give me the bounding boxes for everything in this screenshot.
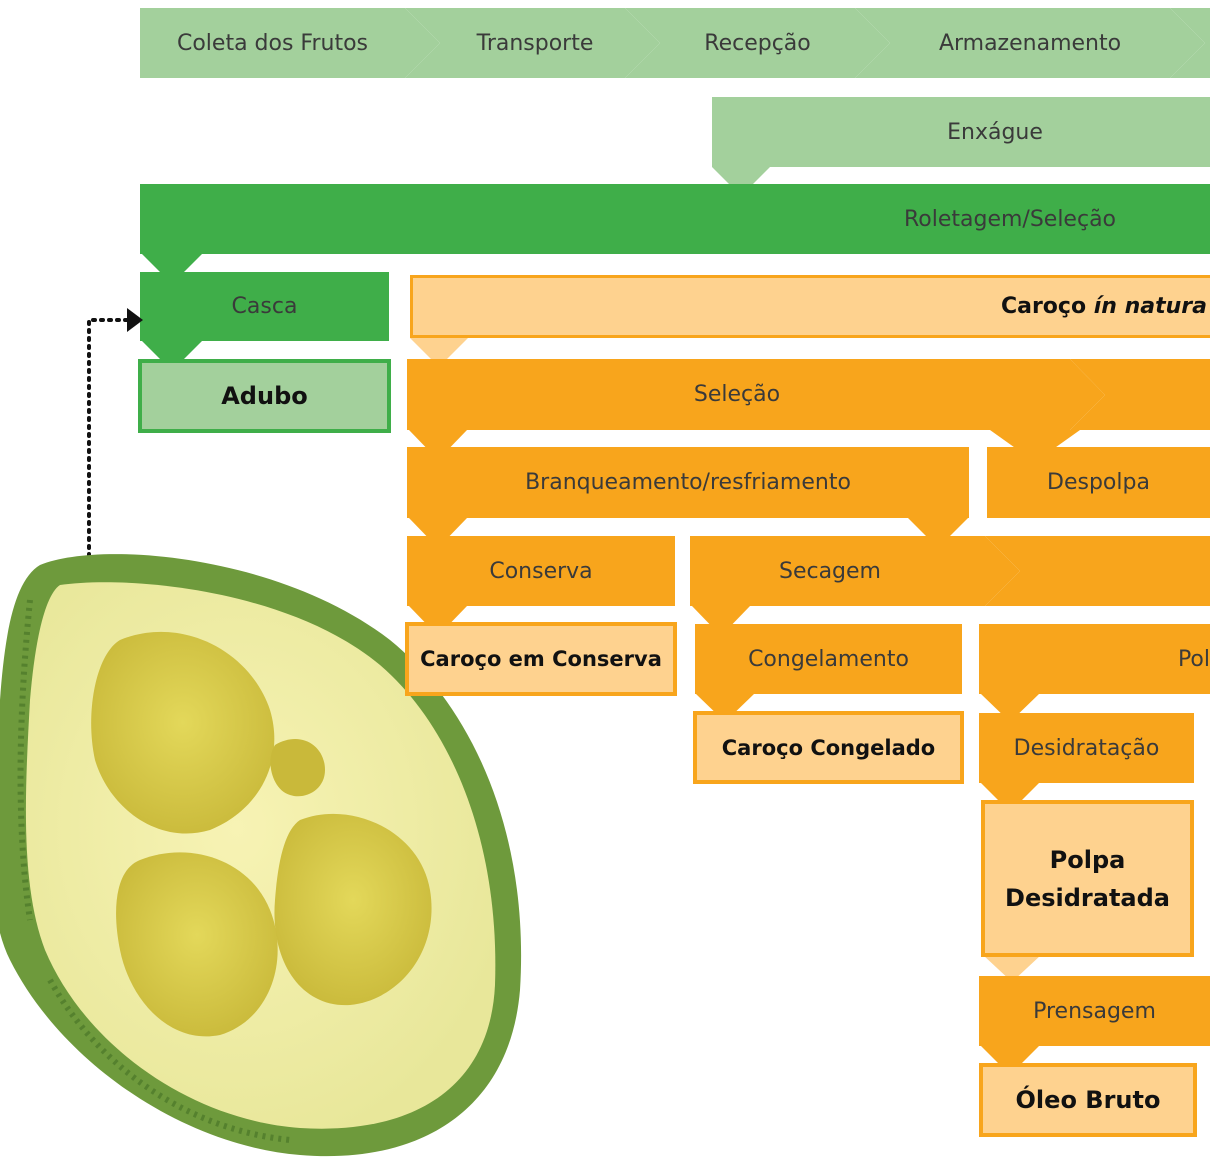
secagem-arrow [690,536,1020,606]
top-process-arrows [140,8,1210,78]
polpa-desidratada-line1: Polpa [1049,845,1126,874]
conserva-pointer [409,606,467,636]
polpa-bar [979,624,1210,694]
congelamento-bar [695,624,962,694]
caroco-congelado-box: Caroço Congelado [693,711,964,784]
secagem-pointer [692,606,750,636]
prensagem-pointer [981,1046,1039,1075]
avocado-pit-cavity-bottom-right [274,813,432,1006]
avocado-pit-cavity-top [91,631,275,834]
casca-bar [140,272,389,341]
roletagem-bar [140,184,1210,254]
caroco-conserva-box: Caroço em Conserva [405,622,677,696]
connector-arrowhead [127,308,143,332]
selecao-arrow [407,359,1105,430]
step-label-coleta: Coleta dos Frutos [176,30,369,56]
step-arrow-recepcao [625,8,890,78]
step-arrow-edge [1170,8,1210,78]
step-arrow-coleta [140,8,440,78]
congelamento-label: Congelamento [748,646,909,672]
step-arrow-transporte [405,8,660,78]
selecao-edge [1070,359,1210,430]
polpa-desidratada-line2: Desidratada [1005,883,1170,912]
polpa-desidratada-pointer [983,955,1041,982]
oleo-bruto-box: Óleo Bruto [979,1063,1197,1137]
step-arrow-armazenamento [855,8,1205,78]
avocado-photo [0,554,521,1157]
selecao-pointer-left [409,430,467,460]
branqueamento-label: Branqueamento/resfriamento [525,470,851,495]
avocado-pit-cavity-small [270,739,325,797]
prensagem-bar [979,976,1210,1046]
roletagem-label: Roletagem/Seleção [903,206,1117,232]
branqueamento-pointer-right [908,518,968,548]
congelamento-pointer [696,694,754,722]
conserva-label: Conserva [489,558,593,584]
avocado-skin-texture [17,599,291,1143]
polpa-pointer [981,694,1039,722]
step-label-armazenamento: Armazenamento [938,30,1122,56]
step-label-recepcao: Recepção [704,30,811,56]
conserva-bar [407,536,675,606]
enxague-label: Enxágue [947,119,1043,145]
enxague-bar [712,97,1210,167]
desidratacao-label: Desidratação [1013,735,1160,761]
adubo-box: Adubo [138,359,391,433]
enxague-pointer [712,167,770,196]
caroco-prefix: Caroço [1000,294,1094,319]
casca-pointer [142,341,202,371]
polpa-cut-label: Pol [1177,646,1210,672]
caroco-pointer [410,338,468,367]
caroco-in-natura-box: Caroço ín natura [410,275,1210,338]
selecao-pointer-right [990,430,1080,462]
caroco-in-natura-label: Caroço ín natura [1001,294,1207,319]
roletagem-pointer [142,254,202,284]
branqueamento-pointer-left [409,518,467,548]
avocado-pit-cavity-bottom-left [116,852,278,1037]
step-label-transporte: Transporte [476,30,594,56]
desidratacao-bar [979,713,1194,783]
despolpa-bar [987,447,1210,518]
polpa-desidratada-box: Polpa Desidratada [981,800,1194,957]
secagem-edge [985,536,1210,606]
casca-label: Casca [231,294,298,319]
branqueamento-bar [407,447,969,518]
secagem-label: Secagem [778,558,881,584]
prensagem-label: Prensagem [1033,998,1156,1024]
selecao-label: Seleção [693,382,781,407]
desidratacao-pointer [981,783,1039,812]
caroco-italic: ín natura [1093,294,1207,319]
despolpa-label: Despolpa [1047,470,1150,495]
